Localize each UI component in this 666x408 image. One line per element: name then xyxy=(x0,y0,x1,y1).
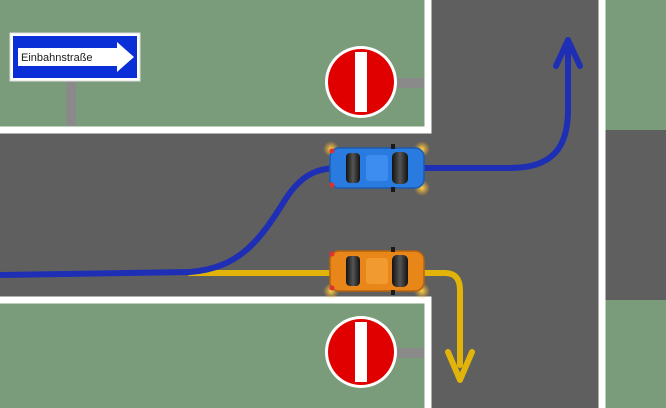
blue-car xyxy=(323,141,430,196)
one-way-sign: Einbahnstraße xyxy=(9,32,141,126)
arrow-right-icon xyxy=(18,42,134,72)
no-entry-sign-top xyxy=(325,46,424,118)
curb-lines xyxy=(0,0,606,408)
arrow-down-icon xyxy=(445,349,475,383)
blue-path xyxy=(0,37,583,278)
sign-post xyxy=(394,348,424,358)
yellow-path xyxy=(187,270,475,383)
sign-post xyxy=(394,78,424,88)
no-entry-sign-bottom xyxy=(325,316,424,388)
orange-car xyxy=(323,247,430,299)
sign-post xyxy=(66,80,76,126)
arrow-up-icon xyxy=(553,37,583,69)
one-way-sign-label: Einbahnstraße xyxy=(21,52,93,64)
